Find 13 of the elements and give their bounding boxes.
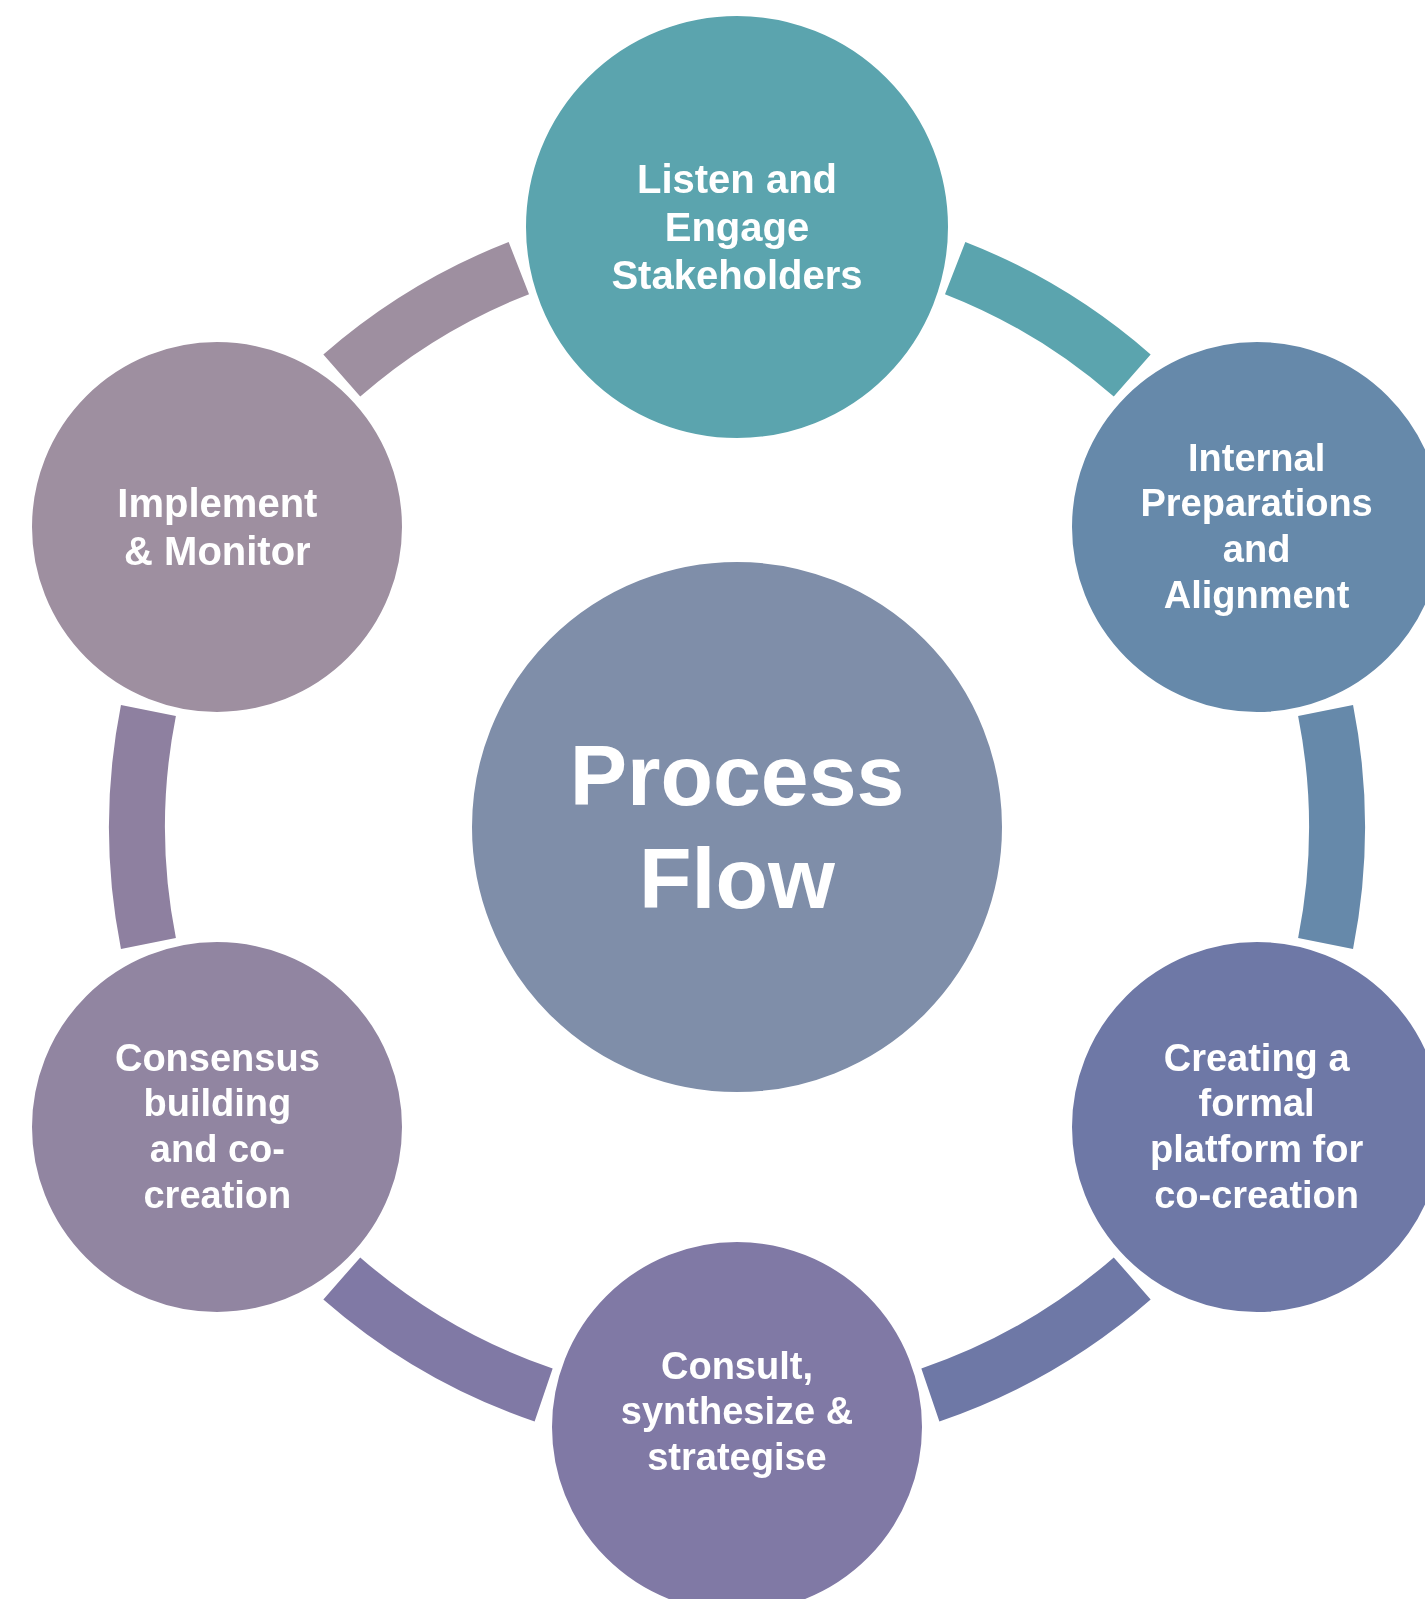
connector-arc — [920, 1256, 1150, 1421]
connector-arc — [324, 1256, 554, 1421]
connector-arc — [109, 706, 177, 948]
step-label: Consensus building and co-creation — [113, 1035, 321, 1218]
step-label: Implement & Monitor — [116, 480, 319, 575]
step-label: Listen and Engage Stakeholders — [610, 156, 864, 299]
step-label: Consult, synthesize & strategise — [619, 1343, 855, 1480]
connector-arc — [943, 242, 1150, 398]
connector-arc — [324, 242, 531, 398]
step-label: Creating a formal platform for co-creation — [1149, 1035, 1365, 1218]
connector-arc — [1297, 706, 1365, 948]
step-label: Internal Preparations and Alignment — [1139, 435, 1374, 618]
step-label: Process Flow — [568, 725, 906, 928]
